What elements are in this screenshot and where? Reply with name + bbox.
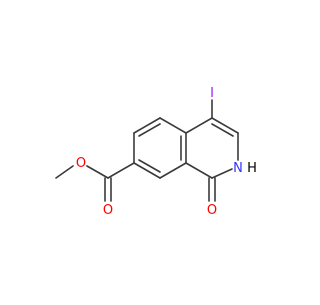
bond	[159, 162, 187, 179]
ester-oxygen-label: O	[76, 156, 86, 171]
bonds	[55, 99, 239, 202]
nitrogen-label: N	[233, 161, 243, 176]
atom-labels: I N H O O O	[76, 86, 257, 218]
bond	[86, 165, 109, 179]
bond	[138, 123, 161, 137]
nitrogen-h-label: H	[247, 161, 257, 176]
bond	[133, 162, 161, 179]
bond	[211, 123, 234, 137]
bond	[107, 162, 135, 179]
carbonyl-oxygen-label: O	[207, 203, 217, 218]
iodine-label: I	[210, 86, 214, 101]
bond	[138, 159, 161, 173]
molecule-drawing: I N H O O O	[55, 86, 257, 218]
bond	[185, 117, 213, 134]
bond	[55, 165, 74, 179]
bond	[159, 117, 187, 134]
ester-carbonyl-oxygen-label: O	[103, 203, 113, 218]
bond	[133, 117, 161, 134]
bond	[185, 162, 213, 179]
bond	[211, 117, 239, 134]
bond	[211, 168, 233, 179]
structure-canvas: I N H O O O	[55, 86, 257, 218]
